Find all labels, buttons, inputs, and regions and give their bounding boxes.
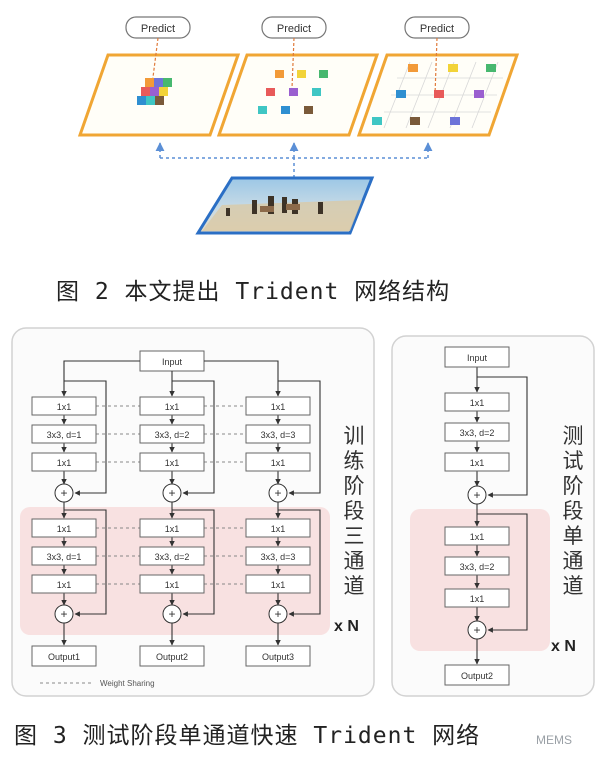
test-rep-conv1: 1x1 [470,532,485,542]
train-b2-conv1: 1x1 [165,402,180,412]
train-b2-conv2: 3x3, d=2 [155,430,190,440]
train-b3-rep-conv3: 1x1 [271,580,286,590]
train-branch-3: 1x1 3x3, d=3 1x1 + 1x1 3x3, d=3 1x1 + Ou… [245,380,321,667]
predict-label-2: Predict [277,23,311,35]
train-output-3: Output3 [262,652,294,662]
train-b2-plus1: + [168,486,175,500]
figure2-caption: 图 2 本文提出 Trident 网络结构 [56,279,451,305]
predict-box-2: Predict [261,16,327,39]
test-input-box: Input [467,353,488,363]
test-links [474,367,528,665]
train-stage-label: 训练阶段三通道 [343,424,365,598]
train-b1-rep-conv1: 1x1 [57,524,72,534]
train-b3-rep-conv2: 3x3, d=3 [261,552,296,562]
svg-text:Input: Input [162,357,183,367]
feature-panel-3 [356,37,520,137]
test-plus2: + [473,623,480,637]
train-repeat-label: x N [334,618,359,635]
predict-label-1: Predict [141,23,175,35]
train-b1-plus1: + [60,486,67,500]
input-image [195,176,375,235]
test-plus1: + [473,488,480,502]
figure3-train-diagram: Input [11,327,375,697]
train-output-1: Output1 [48,652,80,662]
train-input-links [61,360,281,397]
train-b3-conv2: 3x3, d=3 [261,430,296,440]
train-b2-plus2: + [168,607,175,621]
train-branch-1: 1x1 3x3, d=1 1x1 + 1x1 3x3, d=1 1x1 + Ou… [31,380,107,667]
color-grid-medium [258,70,328,114]
test-conv1: 1x1 [470,398,485,408]
train-output-2: Output2 [156,652,188,662]
feature-panel-1 [77,37,241,137]
figure3-caption: 图 3 测试阶段单通道快速 Trident 网络 [14,723,481,749]
feature-panel-2 [216,37,380,137]
test-rep-conv3: 1x1 [470,594,485,604]
color-grid-dense [137,78,172,105]
train-b2-conv3: 1x1 [165,458,180,468]
weight-sharing-label: Weight Sharing [100,679,155,688]
train-b3-plus2: + [274,607,281,621]
weight-sharing-legend: Weight Sharing [40,679,155,688]
train-b3-plus1: + [274,486,281,500]
train-b2-rep-conv2: 3x3, d=2 [155,552,190,562]
train-b1-conv2: 3x3, d=1 [47,430,82,440]
train-b1-rep-conv2: 3x3, d=1 [47,552,82,562]
train-b1-conv3: 1x1 [57,458,72,468]
train-b3-conv1: 1x1 [271,402,286,412]
predict-box-1: Predict [125,16,191,39]
blue-connectors [155,142,433,178]
figure3-test-diagram: Input 1x1 3x3, d=2 1x1 + 1x1 3x3, d=2 1x… [391,335,595,697]
color-grid-sparse [372,64,496,125]
train-branch-2: 1x1 3x3, d=2 1x1 + 1x1 3x3, d=2 1x1 + Ou… [139,380,215,667]
train-b2-rep-conv3: 1x1 [165,580,180,590]
train-repeat-region [20,507,330,635]
watermark: MEMS [536,733,572,747]
weight-sharing-links [96,405,246,585]
predict-box-3: Predict [404,16,470,39]
test-conv2: 3x3, d=2 [460,428,495,438]
train-b1-rep-conv3: 1x1 [57,580,72,590]
test-output: Output2 [461,671,493,681]
train-b1-conv1: 1x1 [57,402,72,412]
test-repeat-label: x N [551,638,576,655]
test-rep-conv2: 3x3, d=2 [460,562,495,572]
train-input-box: Input [139,350,205,372]
train-b3-conv3: 1x1 [271,458,286,468]
figure2-diagram: Predict Predict Predict [77,16,520,235]
train-b1-plus2: + [60,607,67,621]
train-b2-rep-conv1: 1x1 [165,524,180,534]
test-conv3: 1x1 [470,458,485,468]
test-stage-label: 测试阶段单通道 [562,424,584,598]
predict-label-3: Predict [420,23,454,35]
train-b3-rep-conv1: 1x1 [271,524,286,534]
